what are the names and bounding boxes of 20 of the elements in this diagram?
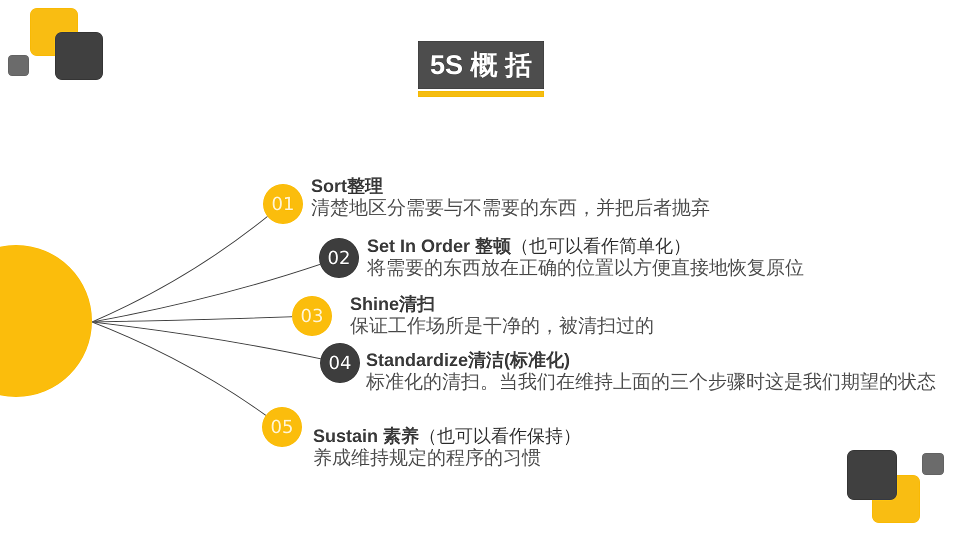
- connector-line: [92, 216, 268, 322]
- step-description: 标准化的清扫。当我们在维持上面的三个步骤时这是我们期望的状态: [366, 372, 936, 394]
- connector-line: [92, 322, 321, 360]
- step-title: Sort整理: [311, 175, 383, 197]
- step-description: 养成维持规定的程序的习惯: [313, 448, 541, 470]
- connector-line: [92, 322, 266, 416]
- number-circle: 01: [263, 184, 303, 224]
- number-circle: 03: [292, 296, 332, 336]
- step-title: Sustain 素养（也可以看作保持）: [313, 425, 582, 447]
- step-description: 保证工作场所是干净的，被清扫过的: [350, 316, 654, 338]
- number-circle: 04: [320, 343, 360, 383]
- title-banner: 5S 概 括: [418, 41, 544, 97]
- step-title: Standardize清洁(标准化): [366, 349, 570, 371]
- number-circle: 02: [319, 238, 359, 278]
- step-description: 清楚地区分需要与不需要的东西，并把后者抛弃: [311, 198, 710, 220]
- step-title: Shine清扫: [350, 293, 436, 315]
- step-description: 将需要的东西放在正确的位置以方便直接地恢复原位: [367, 258, 804, 280]
- step-title: Set In Order 整顿（也可以看作简单化）: [367, 235, 692, 257]
- number-circle: 05: [262, 407, 302, 447]
- connector-line: [92, 264, 321, 322]
